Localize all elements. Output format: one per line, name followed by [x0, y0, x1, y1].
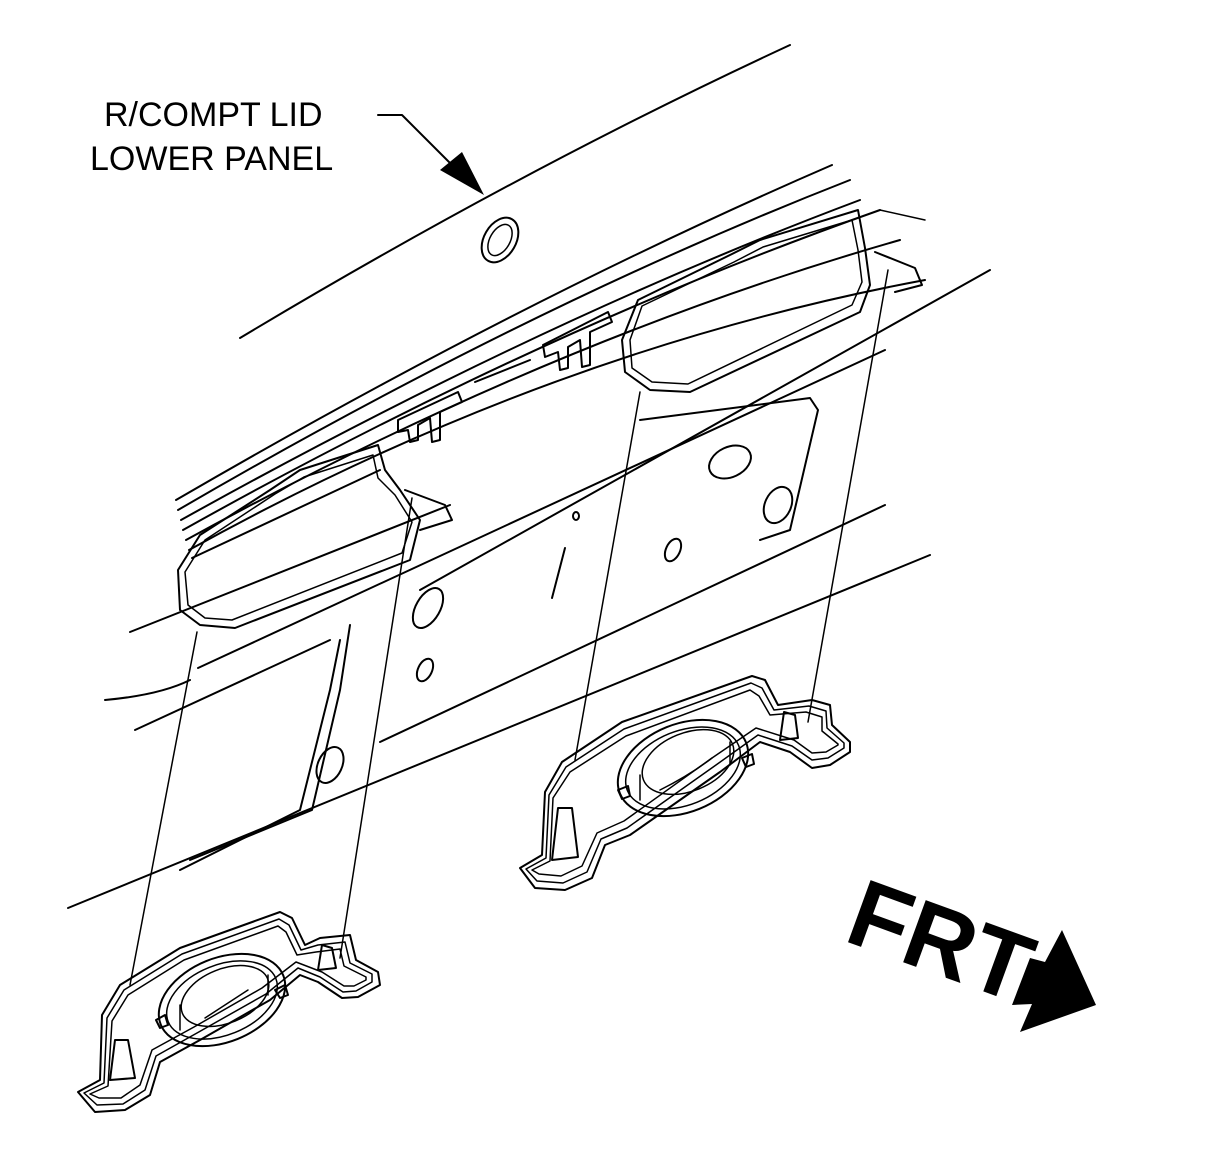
alignment-guides	[129, 269, 889, 986]
retainer-clip-right	[542, 311, 613, 371]
mounting-hole	[480, 216, 520, 264]
callout-line-1: R/COMPT LID	[104, 96, 323, 134]
license-lamp-housing-left	[77, 911, 381, 1113]
arrow-right-down-icon	[1012, 930, 1096, 1032]
callout-arrowhead	[440, 152, 484, 195]
front-direction-indicator: FRT	[835, 859, 1096, 1032]
license-lamp-housing-right	[519, 675, 851, 891]
rear-compartment-lid-lower-panel	[67, 44, 991, 909]
callout-line-2: LOWER PANEL	[90, 140, 333, 178]
retainer-clip-left	[397, 391, 463, 443]
callout-leader-line	[377, 114, 463, 176]
panel-callout: R/COMPT LID LOWER PANEL	[90, 96, 484, 195]
